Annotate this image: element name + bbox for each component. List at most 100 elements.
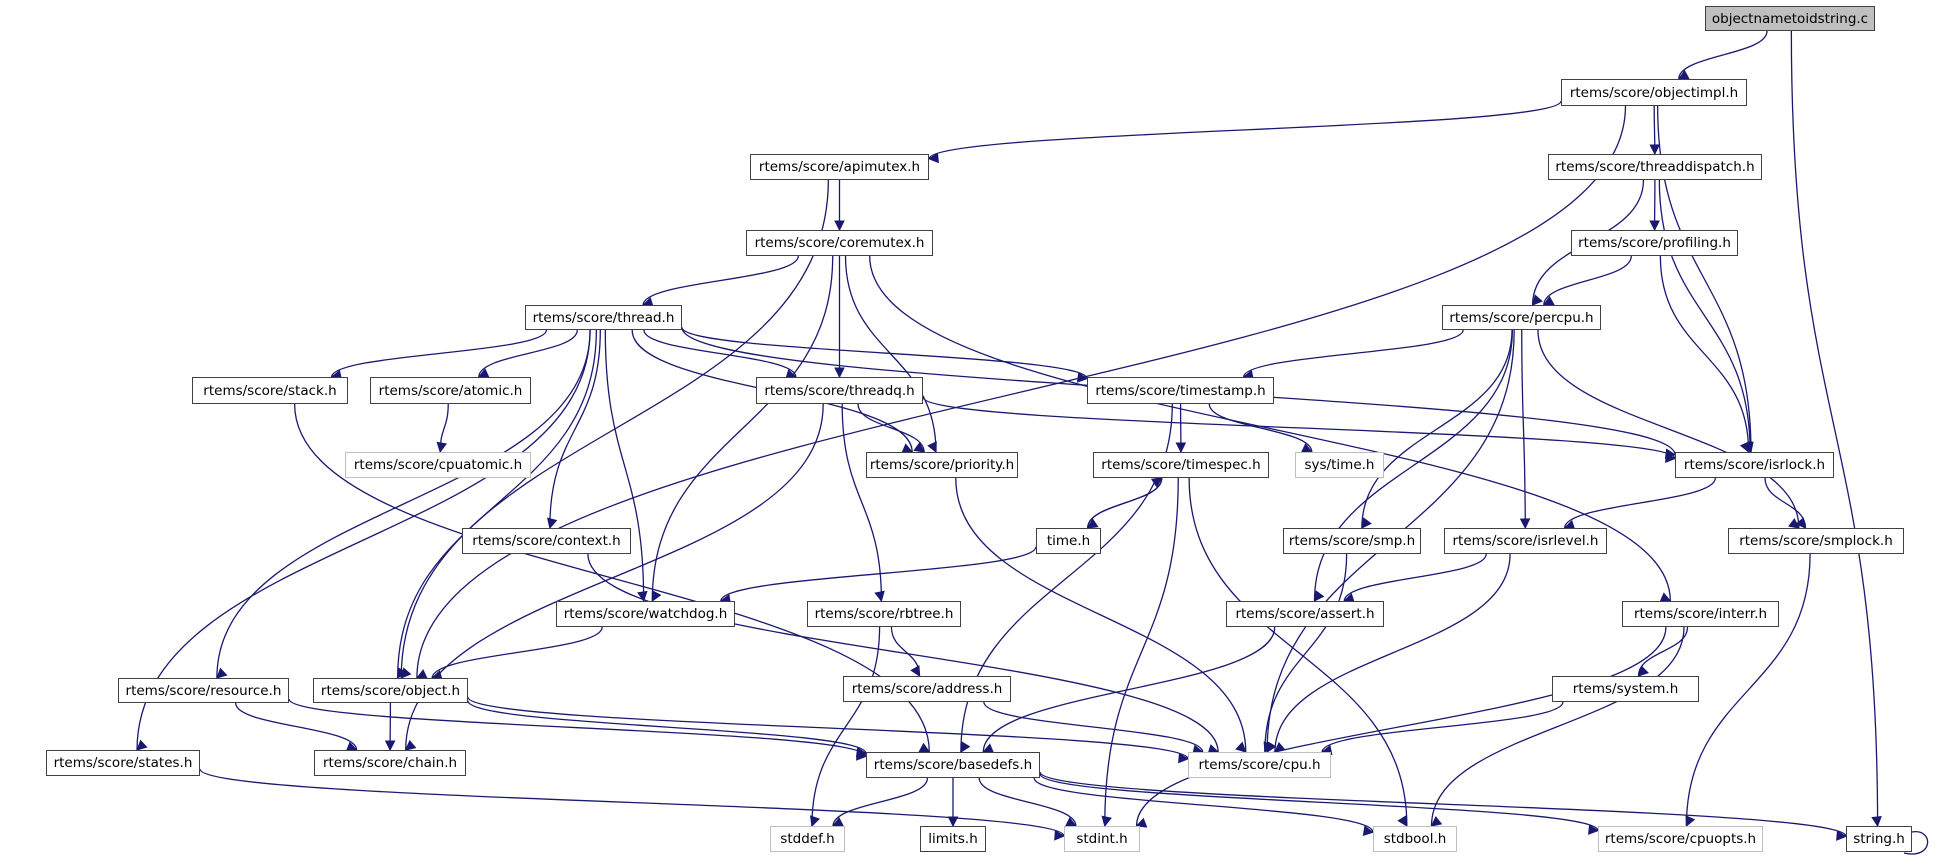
edge-arrowhead xyxy=(1101,815,1112,828)
node-label: rtems/score/smp.h xyxy=(1288,533,1416,549)
node-label: time.h xyxy=(1046,533,1091,549)
graph-node-interr[interactable]: rtems/score/interr.h xyxy=(1622,601,1779,627)
graph-node-system[interactable]: rtems/system.h xyxy=(1552,676,1699,702)
graph-node-cpu: rtems/score/cpu.h xyxy=(1188,752,1331,778)
graph-node-smp[interactable]: rtems/score/smp.h xyxy=(1283,528,1421,554)
graph-node-address[interactable]: rtems/score/address.h xyxy=(843,676,1011,702)
graph-node-apimutex[interactable]: rtems/score/apimutex.h xyxy=(750,154,929,180)
edge-arrowhead xyxy=(1795,517,1807,529)
edge-arrowhead xyxy=(1054,830,1066,841)
node-label: rtems/score/states.h xyxy=(53,755,193,771)
graph-node-threadq[interactable]: rtems/score/threadq.h xyxy=(756,377,923,404)
edge-arrowhead xyxy=(927,441,937,454)
edge-arrowhead xyxy=(1086,518,1099,529)
edge-isrlevel-to-cpu xyxy=(1274,553,1511,753)
edge-arrowhead xyxy=(1263,741,1274,754)
node-label: rtems/score/atomic.h xyxy=(378,382,523,399)
edge-threadq-to-priority xyxy=(857,403,925,453)
node-label: objectnametoidstring.c xyxy=(1711,10,1869,27)
edge-timespec-to-stdint xyxy=(1104,477,1179,827)
edge-timeh-to-timespec xyxy=(1087,477,1163,529)
graph-node-timespec[interactable]: rtems/score/timespec.h xyxy=(1093,452,1269,478)
edge-coremutex-to-interr xyxy=(869,255,1671,602)
graph-node-states[interactable]: rtems/score/states.h xyxy=(46,750,200,776)
graph-node-stack[interactable]: rtems/score/stack.h xyxy=(192,377,348,404)
graph-node-basedefs[interactable]: rtems/score/basedefs.h xyxy=(866,752,1040,778)
edge-object-to-basedefs xyxy=(467,700,867,754)
edge-arrowhead xyxy=(1235,741,1247,753)
graph-node-percpu[interactable]: rtems/score/percpu.h xyxy=(1442,305,1601,330)
graph-node-object[interactable]: rtems/score/object.h xyxy=(313,678,468,703)
node-label: rtems/score/object.h xyxy=(320,682,461,699)
node-label: rtems/score/stack.h xyxy=(203,382,337,399)
edge-context-to-cpu xyxy=(587,553,1219,753)
graph-node-string[interactable]: string.h xyxy=(1846,826,1912,852)
node-label: rtems/score/chain.h xyxy=(322,755,458,771)
graph-node-priority[interactable]: rtems/score/priority.h xyxy=(866,452,1018,478)
edge-basedefs-to-string xyxy=(1039,771,1847,837)
edge-profiling-to-isrlock xyxy=(1659,255,1750,453)
edge-arrowhead xyxy=(436,441,447,454)
edge-watchdog-to-object xyxy=(431,626,603,679)
edge-interr-to-system xyxy=(1637,626,1689,677)
node-label: rtems/score/timespec.h xyxy=(1101,457,1261,473)
node-label: stdint.h xyxy=(1076,831,1128,847)
graph-node-limits[interactable]: limits.h xyxy=(920,826,986,852)
edge-percpu-to-isrlevel xyxy=(1521,329,1526,529)
graph-node-profiling[interactable]: rtems/score/profiling.h xyxy=(1571,230,1738,256)
node-label: string.h xyxy=(1853,831,1905,847)
edge-percpu-to-smplock xyxy=(1537,329,1800,529)
node-label: rtems/score/timestamp.h xyxy=(1095,382,1266,399)
node-label: rtems/score/watchdog.h xyxy=(563,606,728,622)
edge-threadq-to-rbtree xyxy=(841,403,883,602)
graph-node-resource[interactable]: rtems/score/resource.h xyxy=(118,678,289,703)
node-label: rtems/score/context.h xyxy=(472,533,621,549)
edge-assert-to-basedefs xyxy=(982,626,1276,753)
node-label: rtems/score/cpuopts.h xyxy=(1604,831,1757,847)
edge-arrowhead xyxy=(1150,477,1163,488)
graph-node-threaddispatch[interactable]: rtems/score/threaddispatch.h xyxy=(1548,154,1762,180)
node-label: rtems/score/objectimpl.h xyxy=(1569,84,1739,101)
edge-interr-to-stdbool xyxy=(1430,626,1685,827)
graph-node-rbtree[interactable]: rtems/score/rbtree.h xyxy=(807,601,961,627)
edge-timeh-to-watchdog xyxy=(720,546,1037,602)
graph-node-timeh[interactable]: time.h xyxy=(1036,528,1101,554)
graph-node-assert[interactable]: rtems/score/assert.h xyxy=(1226,601,1384,627)
edge-basedefs-to-stdbool xyxy=(1033,777,1374,833)
graph-node-objectimpl[interactable]: rtems/score/objectimpl.h xyxy=(1561,79,1747,106)
edge-root-to-string xyxy=(1790,30,1879,827)
graph-node-stdbool: stdbool.h xyxy=(1373,826,1457,852)
graph-node-isrlock[interactable]: rtems/score/isrlock.h xyxy=(1675,452,1834,478)
edge-arrowhead xyxy=(1649,220,1660,232)
node-label: rtems/score/rbtree.h xyxy=(814,606,954,622)
edge-percpu-to-smp xyxy=(1361,329,1513,529)
edge-address-to-cpu xyxy=(983,701,1204,753)
edge-thread-to-timestamp xyxy=(681,327,1088,379)
edge-arrowhead xyxy=(397,667,407,679)
graph-node-isrlevel[interactable]: rtems/score/isrlevel.h xyxy=(1444,528,1607,554)
graph-node-atomic[interactable]: rtems/score/atomic.h xyxy=(370,377,531,404)
graph-node-coremutex[interactable]: rtems/score/coremutex.h xyxy=(746,230,933,256)
graph-node-thread[interactable]: rtems/score/thread.h xyxy=(525,305,682,330)
graph-node-context[interactable]: rtems/score/context.h xyxy=(462,528,631,554)
graph-node-watchdog[interactable]: rtems/score/watchdog.h xyxy=(556,601,735,627)
edge-isrlock-to-smplock xyxy=(1764,477,1807,529)
edge-isrlevel-to-assert xyxy=(1343,553,1487,602)
edge-arrowhead xyxy=(918,742,931,753)
edge-arrowhead xyxy=(874,590,885,603)
node-label: rtems/score/apimutex.h xyxy=(758,159,921,175)
node-label: rtems/score/interr.h xyxy=(1633,606,1768,622)
edge-arrowhead xyxy=(1685,815,1696,828)
graph-node-cpuopts: rtems/score/cpuopts.h xyxy=(1598,826,1763,852)
edge-object-to-cpu xyxy=(467,696,1189,760)
edge-arrowhead xyxy=(1313,590,1325,602)
node-label: rtems/score/isrlevel.h xyxy=(1452,533,1599,549)
edge-arrowhead xyxy=(927,152,939,164)
edge-basedefs-to-stddef xyxy=(832,777,929,827)
edge-timestamp-to-systime xyxy=(1208,403,1313,453)
node-label: sys/time.h xyxy=(1304,457,1375,473)
graph-node-chain[interactable]: rtems/score/chain.h xyxy=(314,750,466,776)
graph-node-smplock[interactable]: rtems/score/smplock.h xyxy=(1728,528,1904,554)
graph-node-timestamp[interactable]: rtems/score/timestamp.h xyxy=(1087,377,1274,404)
node-label: rtems/score/assert.h xyxy=(1235,606,1375,622)
